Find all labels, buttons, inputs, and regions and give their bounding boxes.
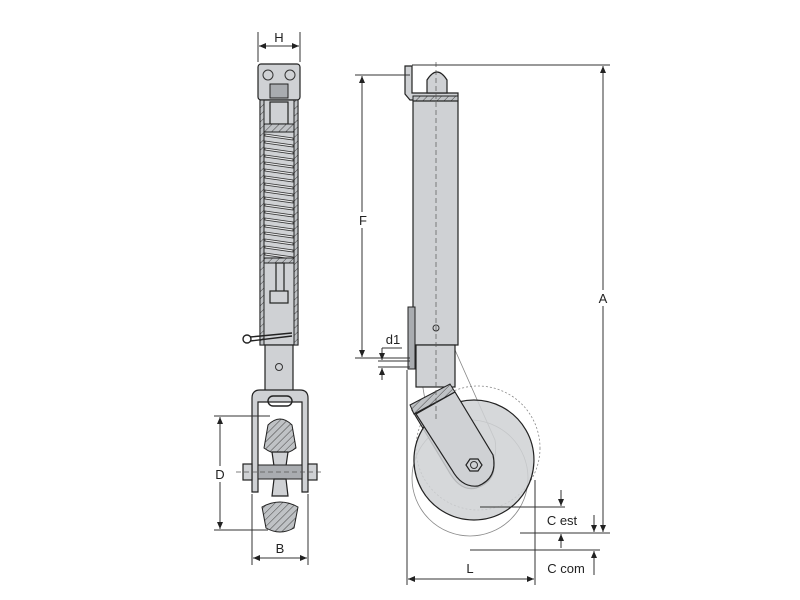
dim-label-b: B — [276, 541, 285, 556]
fork — [251, 389, 309, 493]
inner-shaft — [275, 262, 285, 294]
spring-seat — [263, 257, 295, 264]
cotter-pin — [249, 332, 293, 342]
strap-bolt — [275, 363, 283, 371]
spring-coil — [264, 154, 294, 162]
spring-coil — [264, 196, 294, 204]
top-cap — [426, 71, 448, 94]
spring-coil — [264, 189, 294, 197]
spring-cap — [263, 123, 295, 133]
side-view: H D B — [212, 30, 322, 565]
top-hole-left — [262, 69, 274, 81]
spring-coil — [264, 161, 294, 169]
spring-coil — [264, 182, 294, 190]
spring-coil — [264, 238, 294, 246]
dim-label-d: D — [215, 467, 224, 482]
wheel-section-lower — [261, 501, 299, 533]
dim-label-c-est: C est — [547, 513, 578, 528]
spring-coil — [264, 175, 294, 183]
spring-coil — [264, 168, 294, 176]
hub-upper — [271, 451, 289, 467]
dim-label-f: F — [359, 213, 367, 228]
spring-coil — [264, 140, 294, 148]
dim-label-h: H — [274, 30, 283, 45]
dim-label-l: L — [466, 561, 473, 576]
spring-coil — [264, 147, 294, 155]
top-nut — [269, 83, 289, 99]
spring-coil — [264, 231, 294, 239]
spring-coil — [264, 217, 294, 225]
front-view: A F d1 C est C com L — [355, 62, 612, 585]
spring-coil — [264, 224, 294, 232]
main-tube — [412, 100, 459, 346]
dim-label-a: A — [599, 291, 608, 306]
spring-coil — [264, 133, 294, 141]
spring-coil — [264, 203, 294, 211]
spring-coil — [264, 245, 294, 253]
spindle-nut — [269, 101, 289, 125]
clamp-plate — [407, 306, 416, 370]
cotter-pin-ring — [242, 334, 252, 344]
top-hole-right — [284, 69, 296, 81]
lower-tube — [415, 344, 456, 388]
cap-collar — [412, 95, 459, 102]
axle-nut — [465, 458, 483, 472]
hub-lower — [271, 478, 289, 497]
wheel-section-upper — [263, 418, 297, 455]
tube-wall-right — [293, 99, 299, 346]
dim-label-c-com: C com — [547, 561, 585, 576]
spring-coil — [264, 210, 294, 218]
dim-label-d1: d1 — [386, 332, 400, 347]
shaft-block — [269, 290, 289, 304]
tube-wall-left — [259, 99, 265, 346]
fork-slot — [267, 395, 293, 407]
